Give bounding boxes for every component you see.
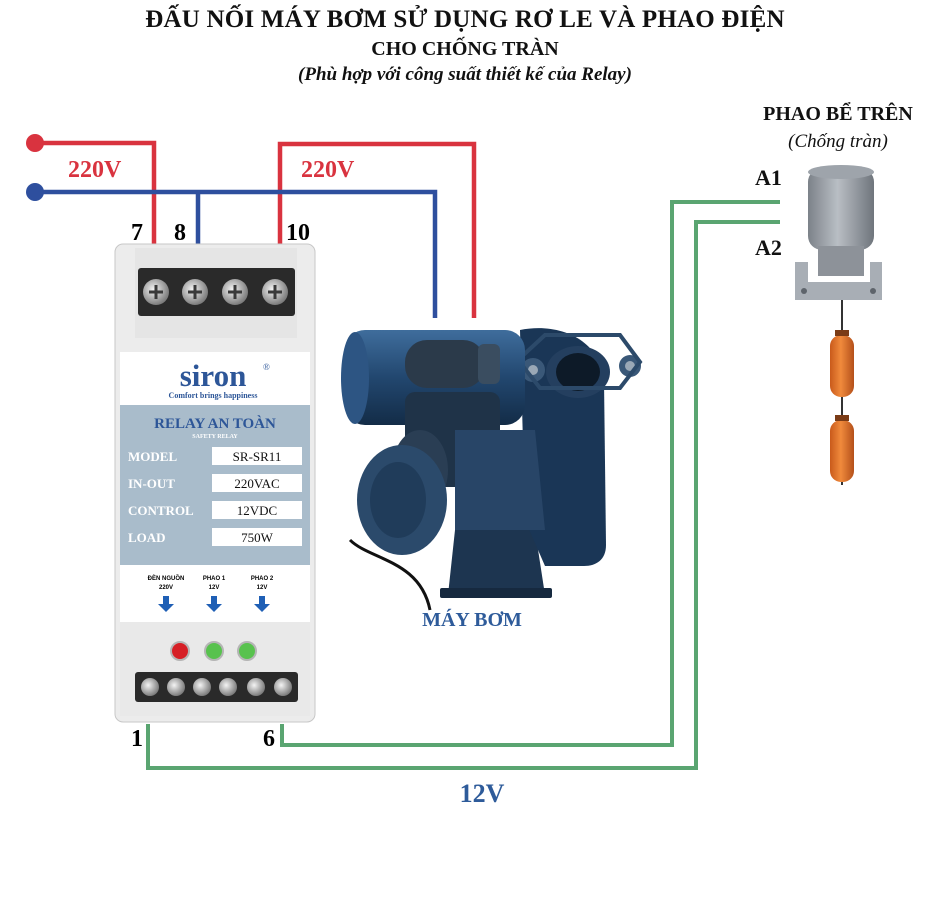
bottom-screws <box>141 678 292 696</box>
port-arrows <box>158 596 270 612</box>
spec-label: IN-OUT <box>128 476 175 491</box>
relay-module <box>114 243 316 723</box>
pump-label: MÁY BƠM <box>422 608 522 631</box>
relay-name-en: SAFETY RELAY <box>192 434 238 440</box>
neutral-wire <box>35 189 438 318</box>
port-voltage: 12V <box>209 585 220 591</box>
spec-value: 220VAC <box>234 476 279 491</box>
terminal-1-label: 1 <box>131 726 143 752</box>
diagram-subtitle: CHO CHỐNG TRÀN <box>371 38 559 60</box>
neutral-terminal-dot <box>26 183 44 201</box>
live-terminal-dot <box>26 134 44 152</box>
diagram-note: (Phù hợp với công suất thiết kế của Rela… <box>298 64 632 85</box>
relay-name: RELAY AN TOÀN <box>154 415 276 432</box>
power-led <box>170 641 190 661</box>
float-subtitle: (Chống tràn) <box>788 131 888 152</box>
float-terminal-a1: A1 <box>755 165 782 190</box>
spec-label: LOAD <box>128 530 166 545</box>
relay-brand: siron <box>180 358 247 393</box>
spec-label: MODEL <box>128 449 177 464</box>
float1-led <box>204 641 224 661</box>
relay-tagline: Comfort brings happiness <box>169 391 258 400</box>
float-terminal-a2: A2 <box>755 235 782 260</box>
spec-value: SR-SR11 <box>233 449 282 464</box>
pump-voltage-label: 220V <box>301 157 355 183</box>
live-voltage-label: 220V <box>68 157 122 183</box>
port-label: ĐÈN NGUỒN <box>148 574 185 582</box>
float2-led <box>237 641 257 661</box>
terminal-10-label: 10 <box>286 220 310 246</box>
float-switch-icon <box>795 165 882 485</box>
relay-registered-mark: ® <box>263 362 270 372</box>
port-voltage: 12V <box>257 585 268 591</box>
terminal-6-label: 6 <box>263 726 275 752</box>
diagram-title: ĐẤU NỐI MÁY BƠM SỬ DỤNG RƠ LE VÀ PHAO ĐI… <box>145 6 785 33</box>
port-label: PHAO 2 <box>251 576 274 582</box>
spec-label: CONTROL <box>128 503 194 518</box>
terminal-8-label: 8 <box>174 220 186 246</box>
top-screws <box>143 279 288 305</box>
port-label: PHAO 1 <box>203 576 226 582</box>
terminal-7-label: 7 <box>131 220 143 246</box>
spec-value: 750W <box>241 530 274 545</box>
port-voltage: 220V <box>159 585 173 591</box>
live-wire <box>35 140 477 318</box>
pump-icon <box>341 328 643 611</box>
control-wire <box>146 200 780 770</box>
float-title: PHAO BỂ TRÊN <box>763 101 913 125</box>
spec-value: 12VDC <box>237 503 277 518</box>
control-voltage-label: 12V <box>460 779 505 808</box>
